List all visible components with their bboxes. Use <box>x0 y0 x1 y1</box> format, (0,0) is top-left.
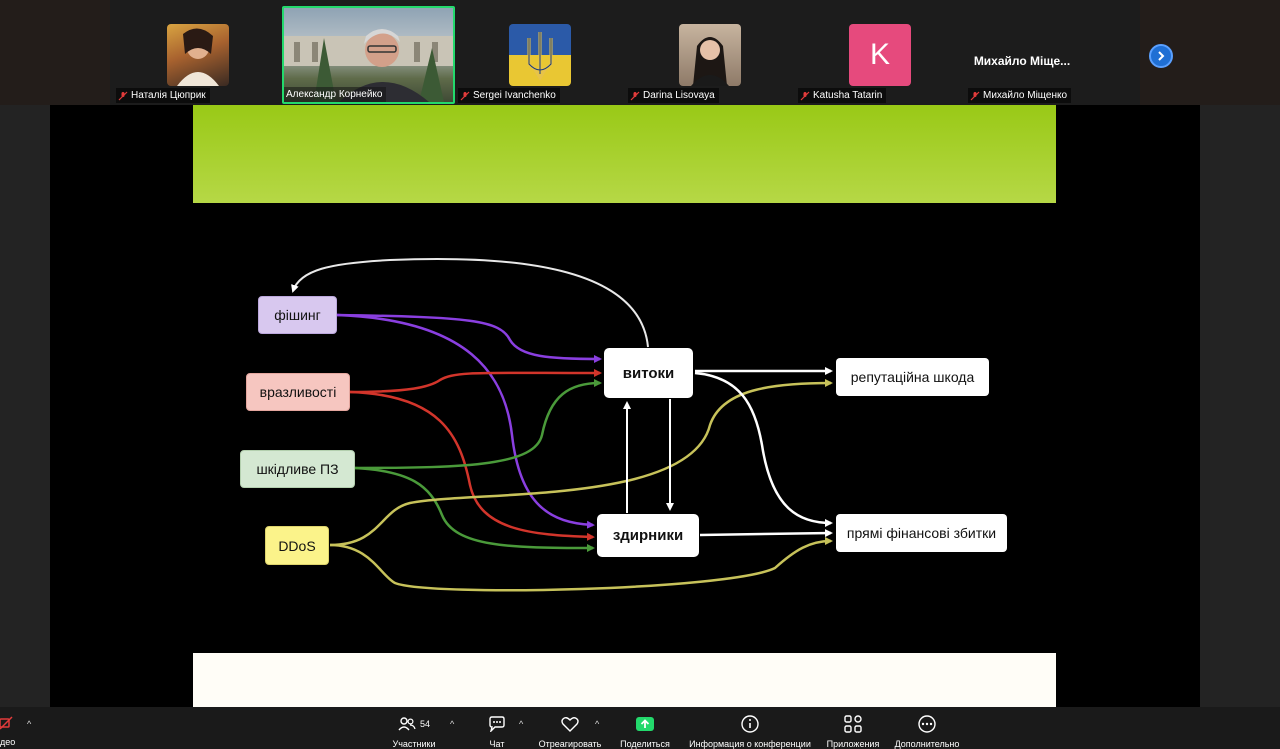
mic-muted-icon <box>630 91 640 100</box>
slide-white-footer <box>193 653 1056 707</box>
edge-vulnerabilities-to-sniffers <box>349 390 595 541</box>
chat-button[interactable]: Чат <box>482 707 512 749</box>
participants-button[interactable]: 54 Участники <box>390 707 438 749</box>
mic-muted-icon <box>800 91 810 100</box>
edge-malware-to-sniffers <box>354 466 595 552</box>
participant-display-name: Михайло Міще... <box>973 54 1071 68</box>
participant-name: Наталія Цюприк <box>131 90 206 101</box>
chat-icon <box>489 716 505 732</box>
apps-button[interactable]: Приложения <box>823 707 883 749</box>
meeting-toolbar: део ^ 54 Участники ^ Чат ^ Отреагировать… <box>0 707 1280 749</box>
participant-video <box>167 24 229 86</box>
apps-label: Приложения <box>826 739 880 749</box>
edge-ddos-to-reputation <box>329 379 833 547</box>
person-silhouette-icon <box>691 37 729 86</box>
edge-vulnerabilities-to-leaks <box>349 368 602 394</box>
participant-tile[interactable]: Наталія Цюприк <box>114 8 282 103</box>
participant-tile[interactable]: Михайло Міще... Михайло Міщенко <box>966 8 1134 103</box>
participant-tile-active-speaker[interactable]: Александр Корнейко <box>282 6 455 104</box>
participants-options-caret[interactable]: ^ <box>450 719 455 729</box>
participants-label: Участники <box>392 739 436 749</box>
participant-name-bar: Наталія Цюприк <box>116 88 210 103</box>
mic-muted-icon <box>460 91 470 100</box>
mic-muted-icon <box>970 91 980 100</box>
participant-strip: Наталія Цюприк Александр Корней <box>0 0 1280 105</box>
video-button-label: део <box>0 737 16 747</box>
participant-tile[interactable]: Darina Lisovaya <box>626 8 794 103</box>
node-ddos: DDoS <box>265 526 329 565</box>
edge-phishing-to-sniffers <box>336 313 595 529</box>
more-label: Дополнительно <box>894 739 960 749</box>
node-reputation-damage: репутаційна шкода <box>836 358 989 396</box>
participant-avatar <box>509 24 571 86</box>
participants-icon <box>398 717 416 731</box>
edge-leaks-to-phishing <box>291 257 649 348</box>
strip-left-edge <box>0 0 110 105</box>
speaker-video-scene <box>284 29 453 102</box>
more-icon <box>918 715 936 733</box>
person-silhouette-icon <box>177 28 219 86</box>
react-options-caret[interactable]: ^ <box>595 719 600 729</box>
participant-name: Михайло Міщенко <box>983 90 1068 101</box>
video-options-caret[interactable]: ^ <box>27 719 32 729</box>
node-sniffers: здирники <box>597 514 699 557</box>
participant-video <box>284 8 453 102</box>
participant-avatar <box>679 24 741 86</box>
participant-tile[interactable]: K Katusha Tatarin <box>796 8 964 103</box>
meeting-info-label: Информация о конференции <box>689 739 811 749</box>
next-participants-button[interactable] <box>1149 44 1173 68</box>
trident-emblem-icon <box>527 32 553 81</box>
apps-icon <box>844 715 862 733</box>
video-button[interactable]: део ^ <box>0 707 40 749</box>
edge-ddos-to-financial <box>329 537 833 592</box>
share-screen-button[interactable]: Поделиться <box>617 707 673 749</box>
participant-name-bar: Katusha Tatarin <box>798 88 887 103</box>
edge-leaks-to-financial <box>694 371 833 527</box>
participant-letter-avatar: K <box>849 24 911 86</box>
node-financial-losses: прямі фінансові збитки <box>836 514 1007 552</box>
participant-name: Александр Корнейко <box>286 89 383 100</box>
chat-options-caret[interactable]: ^ <box>519 719 524 729</box>
meeting-info-button[interactable]: Информация о конференции <box>686 707 814 749</box>
node-malware: шкідливе ПЗ <box>240 450 355 488</box>
share-screen-icon <box>636 717 654 731</box>
slide-green-banner <box>193 105 1056 203</box>
chevron-right-icon <box>1158 51 1165 61</box>
edge-malware-to-leaks <box>354 379 602 470</box>
share-label: Поделиться <box>620 739 670 749</box>
cyber-threat-diagram <box>291 257 833 592</box>
more-button[interactable]: Дополнительно <box>891 707 963 749</box>
edge-phishing-to-leaks <box>336 313 602 363</box>
edge-sniffers-to-financial <box>699 529 833 538</box>
heart-icon <box>561 717 579 732</box>
react-button[interactable]: Отреагировать <box>535 707 605 749</box>
shared-screen: фішинг вразливості шкідливе ПЗ DDoS вито… <box>50 105 1200 707</box>
participant-name-bar: Sergei Ivanchenko <box>458 88 560 103</box>
participants-count: 54 <box>419 719 430 729</box>
participant-name-bar: Михайло Міщенко <box>968 88 1072 103</box>
mic-muted-icon <box>118 91 128 100</box>
participant-tile[interactable]: Sergei Ivanchenko <box>456 8 624 103</box>
node-vulnerabilities: вразливості <box>246 373 350 411</box>
react-label: Отреагировать <box>538 739 602 749</box>
chat-label: Чат <box>489 739 505 749</box>
participant-name-bar: Darina Lisovaya <box>628 88 719 103</box>
info-icon <box>741 715 759 733</box>
participant-name: Sergei Ivanchenko <box>473 90 556 101</box>
participant-name: Darina Lisovaya <box>643 90 715 101</box>
participant-name-bar: Александр Корнейко <box>284 87 387 102</box>
node-leaks: витоки <box>604 348 693 398</box>
participant-name: Katusha Tatarin <box>813 90 883 101</box>
video-off-icon <box>0 716 13 730</box>
node-phishing: фішинг <box>258 296 337 334</box>
